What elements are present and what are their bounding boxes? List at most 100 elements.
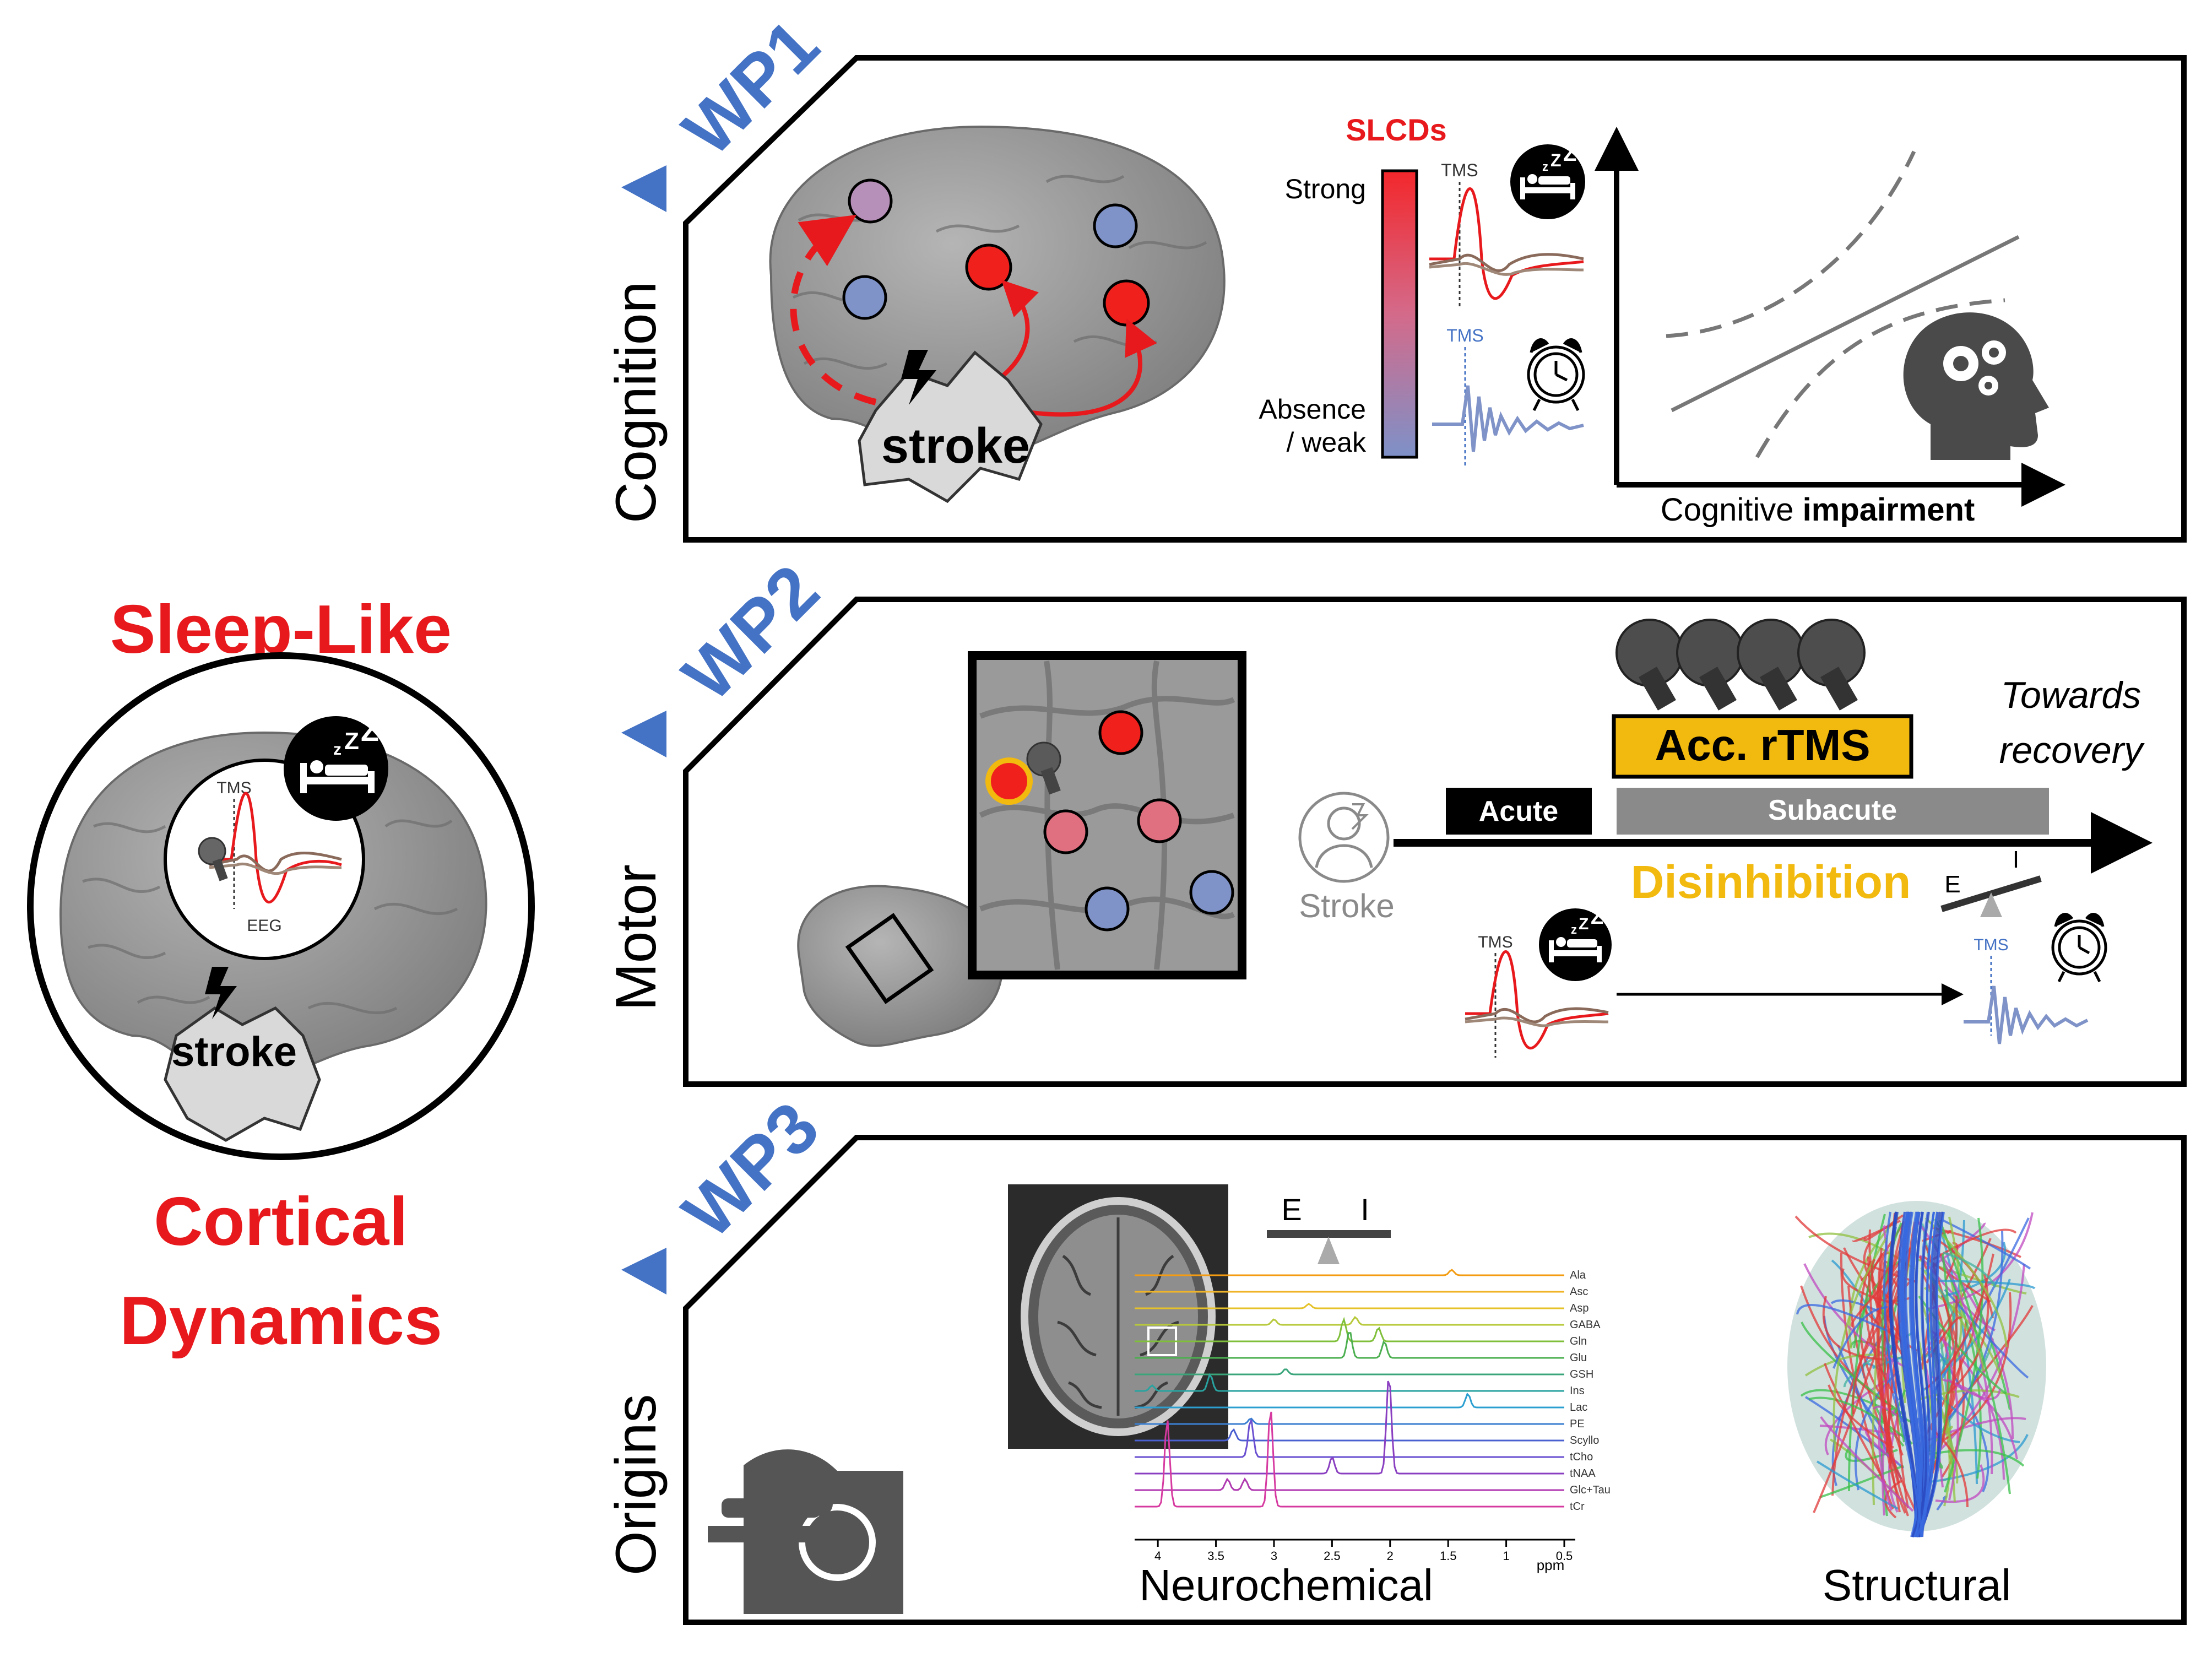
svg-text:z: z <box>333 740 341 759</box>
wp2-node-blue-2 <box>1189 870 1234 915</box>
svg-text:E: E <box>1944 871 1960 898</box>
left-title-line3: Dynamics <box>120 1283 442 1359</box>
wp3-panel: WP3 Origins E I <box>604 1086 2187 1625</box>
tract-streamline <box>1883 1221 1905 1456</box>
wp3-tag-triangle <box>621 1248 666 1295</box>
sleep-bed-icon: z Z Z <box>1539 906 1612 981</box>
wp2-phase-subacute <box>1617 788 2049 835</box>
metabolite-label: Ins <box>1570 1385 1585 1397</box>
wp2-awake-trace <box>1964 985 2089 1044</box>
tract-streamline <box>1929 1449 2025 1467</box>
tract-streamline <box>1924 1295 1958 1492</box>
metabolite-label: Glu <box>1570 1352 1587 1364</box>
spectrum-line <box>1135 1315 1564 1326</box>
mri-sulci <box>1057 1217 1179 1416</box>
wp1-sleep-like-trace <box>1429 187 1584 300</box>
metabolite-label: Gln <box>1570 1335 1587 1347</box>
wp1-x-axis-label: Cognitive impairment <box>1661 492 1975 528</box>
wp3-struct-label: Structural <box>1823 1561 2011 1610</box>
wp3-side-label: Origins <box>604 1394 668 1575</box>
tract-streamline <box>1915 1211 1927 1537</box>
metabolite-label: Glc+Tau <box>1570 1484 1611 1496</box>
svg-text:I: I <box>2013 846 2019 873</box>
tract-streamline <box>1872 1405 1898 1417</box>
wp1-tms-top: TMS <box>1441 160 1478 180</box>
svg-text:Z: Z <box>1591 906 1603 929</box>
spectrum-line <box>1135 1332 1564 1359</box>
mrs-spectra: AlaAscAspGABAGlnGluGSHInsLacPEScyllotCho… <box>1135 1269 1611 1573</box>
wp2-node-stim <box>985 757 1033 805</box>
tract-streamline <box>1939 1220 2011 1494</box>
tms-coil-icon <box>198 837 228 881</box>
summary-brain-gyri <box>82 819 458 1015</box>
wp2-intervention-box <box>1612 714 1913 779</box>
wp2-phase-subacute-label: Subacute <box>1768 794 1897 826</box>
tract-streamline <box>1941 1336 1959 1501</box>
lightning-icon <box>205 967 237 1019</box>
wp1-legend-high: Strong <box>1285 174 1366 204</box>
spectrum-line <box>1135 1368 1564 1376</box>
spectrum-line <box>1135 1303 1564 1309</box>
svg-text:Z: Z <box>361 714 379 748</box>
wp2-zoom-box <box>845 913 934 1004</box>
tract-streamline <box>1884 1480 1902 1519</box>
sleep-bed-icon: z Z Z <box>284 714 388 821</box>
wp1-tms-bottom: TMS <box>1446 326 1484 345</box>
tms-coil-icon <box>1615 619 1684 711</box>
svg-text:z: z <box>1571 923 1577 936</box>
wp2-tms-right: TMS <box>1974 936 2008 954</box>
wp2-tms-left: TMS <box>1478 933 1512 951</box>
spectrum-line <box>1135 1269 1564 1276</box>
tract-streamline <box>1947 1378 2001 1400</box>
head-gears-icon <box>1903 312 2049 460</box>
svg-text:z: z <box>1542 160 1548 174</box>
wp2-disinhibition: Disinhibition <box>1631 856 1911 908</box>
spectrum-line <box>1135 1373 1564 1392</box>
wp1-ci-lower <box>1755 298 2005 458</box>
tract-streamline <box>1939 1227 1978 1485</box>
wp1-dashed-connection <box>790 214 877 405</box>
metabolite-label: GABA <box>1570 1319 1601 1331</box>
tract-streamline <box>1833 1237 1888 1452</box>
wp2-zoom-gyri <box>979 660 1235 970</box>
spectrum-line <box>1135 1380 1564 1475</box>
tract-streamline <box>1940 1242 2007 1298</box>
wp2-node-pink-1 <box>1043 809 1088 854</box>
tract-streamline <box>1877 1260 1900 1484</box>
wp1-connection-2 <box>1002 318 1157 417</box>
tract-streamline <box>1828 1384 1895 1449</box>
wp2-small-brain <box>797 885 1004 1047</box>
wp2-node-blue-1 <box>1085 886 1130 932</box>
svg-text:Z: Z <box>1579 915 1588 933</box>
summary-eeg-waves <box>209 792 342 904</box>
tract-streamline <box>1916 1211 1935 1537</box>
tract-streamline <box>1816 1460 1899 1510</box>
svg-text:Z: Z <box>344 728 359 755</box>
tms-coil-icon <box>1026 741 1061 795</box>
lightning-icon <box>901 350 936 405</box>
balance-scale-icon: E I <box>1940 846 2042 917</box>
wp2-node-red-1 <box>1098 710 1143 755</box>
wp1-legend-low-2: / weak <box>1286 427 1367 458</box>
wp2-panel: WP2 Motor Stroke <box>604 549 2187 1087</box>
tract-streamline <box>1867 1256 1901 1513</box>
tract-streamline <box>1820 1416 1914 1512</box>
tract-streamline <box>1924 1217 2008 1347</box>
svg-text:Z: Z <box>1563 142 1576 166</box>
wp1-legend-title: SLCDs <box>1346 112 1447 147</box>
wp2-sleep-trace <box>1465 950 1609 1050</box>
ppm-tick-label: 3 <box>1271 1549 1277 1563</box>
tract-streamline <box>1808 1396 1913 1445</box>
tract-streamline <box>1918 1211 1941 1537</box>
wp2-phase-acute <box>1446 788 1592 835</box>
svg-text:I: I <box>1360 1192 1369 1227</box>
summary-eeg-label: EEG <box>247 917 281 935</box>
ppm-tick-label: 0.5 <box>1556 1549 1573 1563</box>
tract-streamline <box>1905 1211 1922 1537</box>
summary-stroke-lesion <box>164 1006 321 1142</box>
tract-streamline <box>1944 1288 2029 1379</box>
wp2-phase-acute-label: Acute <box>1479 795 1558 827</box>
summary-stroke-label: stroke <box>171 1028 297 1075</box>
tract-streamline <box>1941 1219 2031 1270</box>
